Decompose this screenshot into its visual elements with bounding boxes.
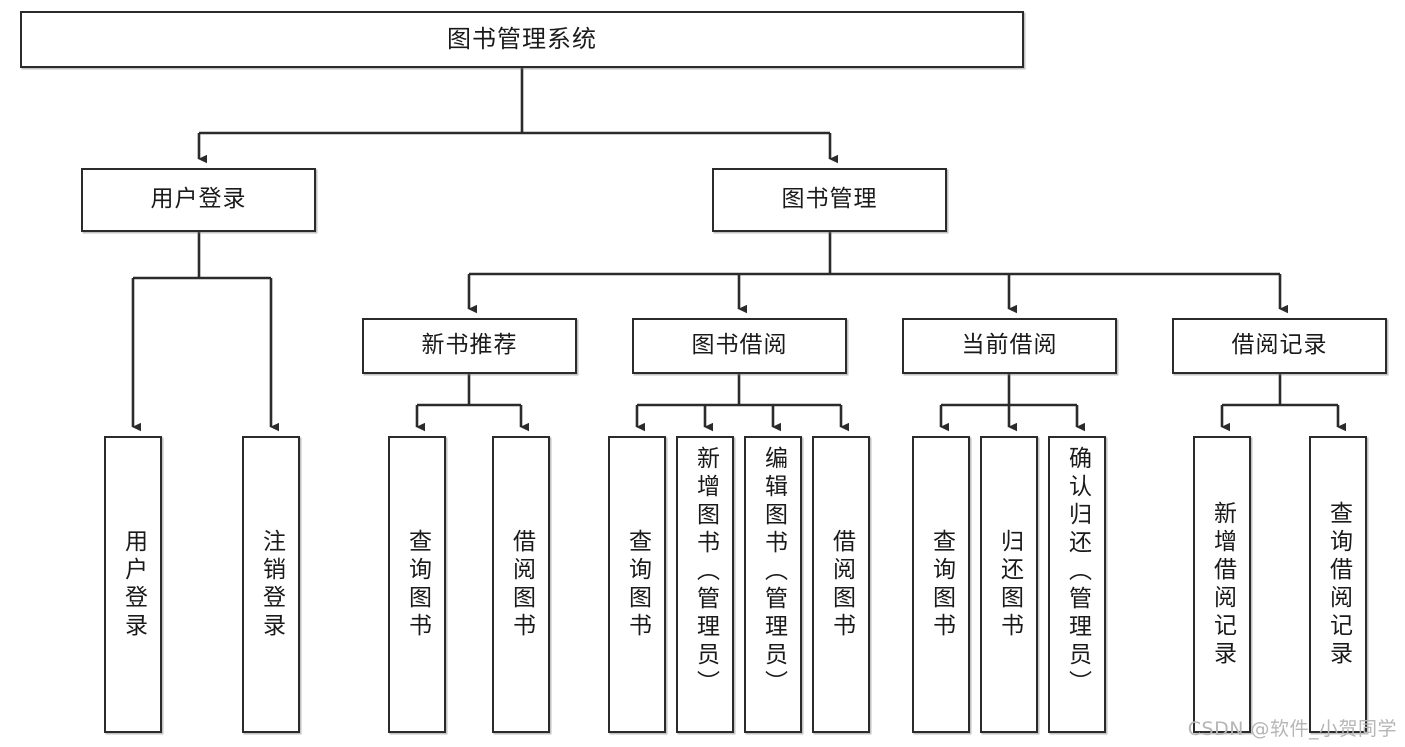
leaf-edit-book-label: 编辑图书（管理员） <box>760 446 787 698</box>
leaf-return-book-label: 归还图书 <box>996 528 1023 641</box>
node-user-login[interactable]: 用户登录 <box>81 168 316 232</box>
node-borrow-record-label: 借阅记录 <box>1231 332 1328 359</box>
node-root-system[interactable]: 图书管理系统 <box>20 11 1024 68</box>
leaf-edit-book[interactable]: 编辑图书（管理员） <box>744 436 802 733</box>
node-new-book-recommend[interactable]: 新书推荐 <box>362 318 577 374</box>
leaf-add-book[interactable]: 新增图书（管理员） <box>676 436 734 733</box>
leaf-borrow-book-2[interactable]: 借阅图书 <box>812 436 870 733</box>
node-book-borrow-label: 图书借阅 <box>691 332 788 359</box>
leaf-query-book-1[interactable]: 查询图书 <box>388 436 446 733</box>
leaf-logout-login-label: 注销登录 <box>258 528 285 641</box>
leaf-user-login-label: 用户登录 <box>120 528 147 641</box>
leaf-confirm-return-label: 确认归还（管理员） <box>1064 446 1091 698</box>
leaf-confirm-return[interactable]: 确认归还（管理员） <box>1048 436 1106 733</box>
leaf-return-book[interactable]: 归还图书 <box>980 436 1038 733</box>
leaf-borrow-book-2-label: 借阅图书 <box>828 528 855 641</box>
node-new-book-recommend-label: 新书推荐 <box>421 332 518 359</box>
node-current-borrow-label: 当前借阅 <box>961 332 1058 359</box>
leaf-query-book-2[interactable]: 查询图书 <box>608 436 666 733</box>
node-user-login-label: 用户登录 <box>150 186 247 213</box>
leaf-query-record-label: 查询借阅记录 <box>1325 500 1352 669</box>
leaf-add-record[interactable]: 新增借阅记录 <box>1193 436 1251 733</box>
leaf-query-book-1-label: 查询图书 <box>404 528 431 641</box>
leaf-query-book-2-label: 查询图书 <box>624 528 651 641</box>
node-book-management-label: 图书管理 <box>781 186 878 213</box>
node-book-management[interactable]: 图书管理 <box>712 168 947 232</box>
leaf-query-book-3-label: 查询图书 <box>928 528 955 641</box>
leaf-borrow-book-1[interactable]: 借阅图书 <box>492 436 550 733</box>
leaf-user-login[interactable]: 用户登录 <box>104 436 162 733</box>
node-book-borrow[interactable]: 图书借阅 <box>632 318 847 374</box>
leaf-logout-login[interactable]: 注销登录 <box>242 436 300 733</box>
node-root-label: 图书管理系统 <box>447 25 597 54</box>
leaf-add-record-label: 新增借阅记录 <box>1209 500 1236 669</box>
node-borrow-record[interactable]: 借阅记录 <box>1172 318 1387 374</box>
leaf-query-record[interactable]: 查询借阅记录 <box>1309 436 1367 733</box>
leaf-query-book-3[interactable]: 查询图书 <box>912 436 970 733</box>
watermark-text: CSDN @软件_小贺同学 <box>1187 718 1397 740</box>
leaf-borrow-book-1-label: 借阅图书 <box>508 528 535 641</box>
leaf-add-book-label: 新增图书（管理员） <box>692 446 719 698</box>
node-current-borrow[interactable]: 当前借阅 <box>902 318 1117 374</box>
